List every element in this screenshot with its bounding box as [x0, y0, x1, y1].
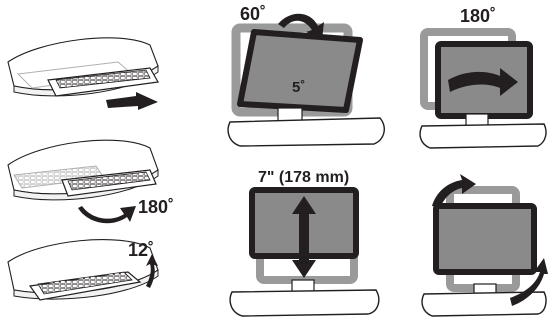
stand-neck	[466, 114, 488, 126]
keyboard-tilt-angle-label: 12˚	[128, 240, 154, 260]
keyboard-rotate-panel: 180˚	[8, 140, 174, 223]
display-swivel-angle-label: 180˚	[460, 6, 496, 26]
rotate-arrow	[78, 206, 136, 223]
display-tilt-panel: 60˚ 5˚	[228, 4, 384, 146]
tilted-display	[240, 32, 360, 110]
keyboard-slide-panel	[8, 38, 158, 110]
stand-base	[230, 290, 379, 316]
stand-base	[420, 124, 546, 148]
keyboard-rotate-angle-label: 180˚	[138, 197, 174, 217]
display-swivel-panel: 180˚	[420, 6, 546, 148]
keyboard-tilt-panel: 12˚	[8, 240, 158, 300]
stand-neck	[292, 280, 314, 292]
display-tilt-back-angle-label: 60˚	[240, 4, 266, 24]
display-pivot-panel	[422, 174, 548, 316]
display-height-range-label: 7" (178 mm)	[258, 169, 349, 186]
display-tilt-front-angle-label: 5˚	[292, 79, 305, 96]
stand-base	[228, 118, 384, 146]
display-height-panel: 7" (178 mm)	[230, 169, 379, 316]
slide-arrow	[106, 92, 158, 110]
pivot-display	[436, 206, 534, 272]
